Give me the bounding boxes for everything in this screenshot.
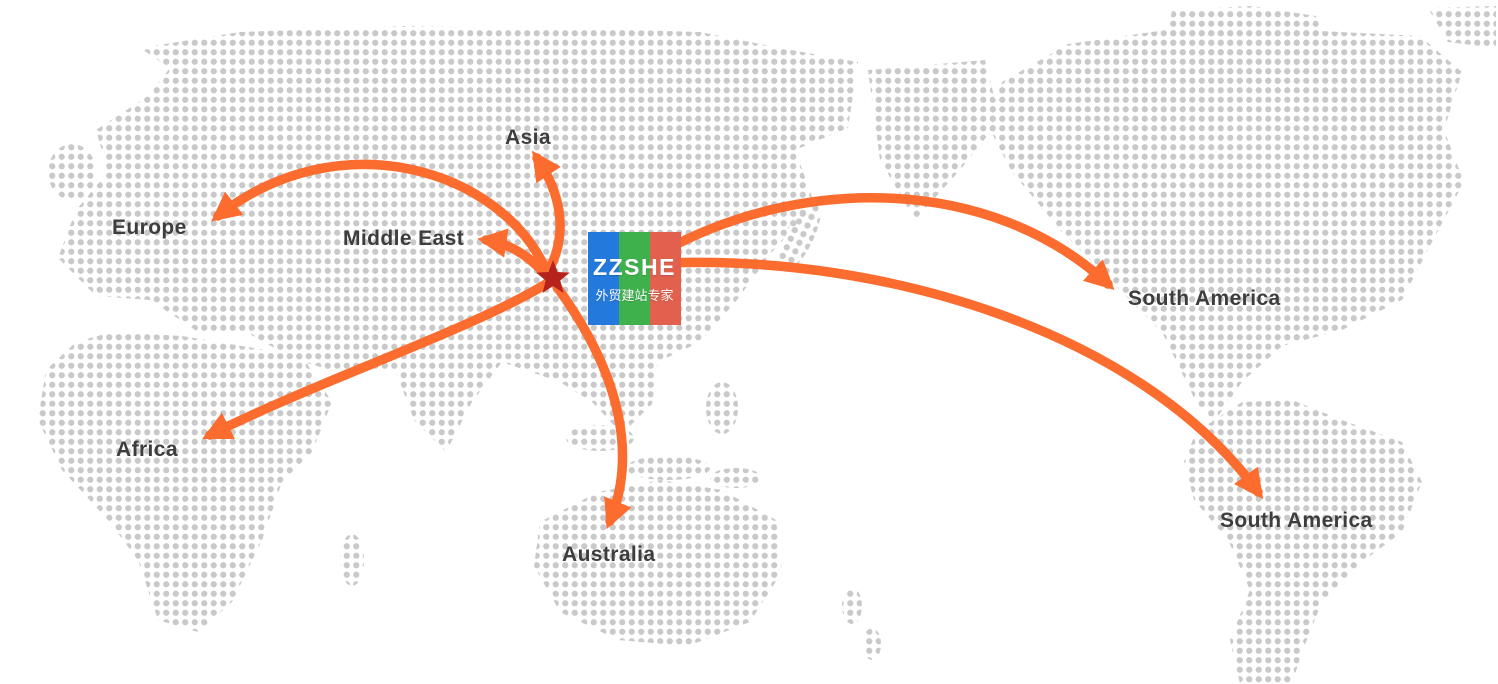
continent-new-zealand-north: [842, 588, 862, 624]
label-australia: Australia: [562, 543, 656, 566]
route-arrows: [202, 150, 1264, 530]
route-to-asia: [532, 150, 565, 271]
continent-eurasia: [58, 26, 858, 452]
route-to-africa: [202, 279, 551, 440]
route-to-america-upper: [657, 193, 1115, 290]
label-asia: Asia: [505, 126, 551, 149]
label-america-upper: South America: [1128, 287, 1281, 310]
continent-bering: [868, 60, 1000, 220]
continent-british-isles: [48, 144, 96, 200]
continent-greenland: [1166, 6, 1330, 86]
continent-philippines: [706, 382, 738, 434]
label-europe: Europe: [112, 216, 187, 239]
label-africa: Africa: [116, 438, 178, 461]
label-america-lower: South America: [1220, 509, 1373, 532]
continent-australia: [534, 480, 782, 646]
continent-indonesia-3: [710, 468, 762, 488]
continent-greenland-corner: [1428, 6, 1496, 48]
label-middle-east: Middle East: [343, 227, 465, 250]
continent-north-america: [986, 28, 1464, 422]
continent-new-zealand-south: [863, 628, 881, 660]
continent-madagascar: [340, 534, 364, 586]
brand-subtitle: 外贸建站专家: [595, 288, 674, 304]
route-to-australia: [552, 282, 632, 530]
brand-badge: ZZSHE 外贸建站专家: [588, 232, 681, 325]
continent-japan: [778, 198, 822, 272]
route-to-america-lower: [663, 257, 1264, 500]
continent-africa: [38, 332, 332, 632]
origin-star-icon: [536, 260, 570, 293]
route-to-europe: [211, 159, 550, 273]
dotted-continents: [38, 6, 1496, 684]
route-to-middle-east: [477, 228, 548, 277]
brand-title: ZZSHE: [593, 254, 676, 280]
continent-indonesia-2: [626, 456, 710, 480]
